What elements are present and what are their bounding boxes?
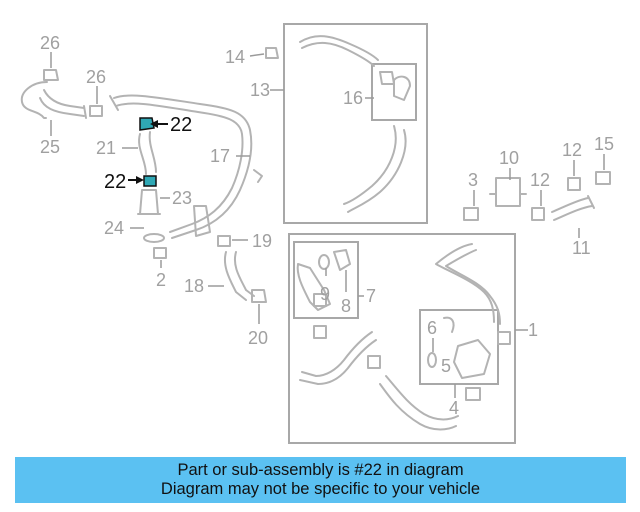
leader-lines [50,52,605,398]
hose-4 [379,375,459,431]
callout-12[interactable]: 12 [562,140,582,160]
o-ring-24 [143,233,165,243]
callout-3[interactable]: 3 [468,170,478,190]
group-box-16 [371,63,417,121]
callout-18[interactable]: 18 [184,276,204,296]
seal-8 [318,249,351,271]
callout-16[interactable]: 16 [343,88,363,108]
callout-4[interactable]: 4 [449,398,459,418]
clip-12-left [531,207,545,221]
callout-24[interactable]: 24 [104,218,124,238]
pipe-17 [109,94,263,239]
hose-middle-box1 [299,325,377,385]
thermostat-23 [137,189,161,215]
hose-25 [20,81,87,119]
callout-2[interactable]: 2 [156,270,166,290]
callout-numbers: 26 26 25 22 22 21 23 24 2 17 19 18 20 14… [40,33,614,418]
callout-14[interactable]: 14 [225,47,245,67]
info-banner: Part or sub-assembly is #22 in diagram D… [15,457,626,503]
clip-22-lower[interactable] [143,175,157,187]
banner-line-1: Part or sub-assembly is #22 in diagram [177,461,464,479]
callout-22[interactable]: 22 [170,114,192,136]
flange-5 [427,339,491,379]
callout-11[interactable]: 11 [572,238,591,258]
hose-18 [224,251,255,301]
leader-22-lower [128,176,144,184]
clip-lower-box1 [367,355,381,369]
callout-6[interactable]: 6 [427,318,437,338]
callout-25[interactable]: 25 [40,137,60,157]
clip-15 [595,171,611,185]
callout-19[interactable]: 19 [252,231,272,251]
group-box-1 [288,233,516,444]
callout-13[interactable]: 13 [250,80,270,100]
seal-6 [443,316,455,333]
callout-5[interactable]: 5 [441,356,451,376]
pipe-upper-box1 [435,243,501,325]
group-box-13 [283,23,428,224]
callout-23[interactable]: 23 [172,188,192,208]
callout-26[interactable]: 26 [86,67,106,87]
clip-4 [465,387,481,401]
clip-26-right [89,105,103,117]
callout-8[interactable]: 8 [341,296,351,316]
parts-diagram: 26 26 25 22 22 21 23 24 2 17 19 18 20 14… [20,23,614,444]
flange-9 [296,263,331,311]
clip-1 [497,331,511,345]
clip-12-right [567,177,581,191]
callout-1[interactable]: 1 [528,320,538,340]
flange-10 [489,177,527,207]
flange-19-area [193,205,231,247]
callout-21[interactable]: 21 [96,138,116,158]
leader-22-upper [150,120,168,128]
callout-26[interactable]: 26 [40,33,60,53]
clip-22-upper[interactable] [139,117,155,131]
clip-14 [265,47,279,59]
callout-22[interactable]: 22 [104,171,126,193]
callout-12[interactable]: 12 [530,170,550,190]
group-box-7 [293,241,359,319]
hose-11 [551,195,595,221]
clip-3 [463,207,479,221]
hose-21 [138,131,157,175]
banner-line-2: Diagram may not be specific to your vehi… [160,480,481,498]
clip-20 [251,289,267,303]
callout-17[interactable]: 17 [210,146,230,166]
callout-9[interactable]: 9 [320,284,330,304]
callout-15[interactable]: 15 [594,134,614,154]
clip-2 [153,247,167,259]
callout-20[interactable]: 20 [248,328,268,348]
callout-7[interactable]: 7 [366,286,376,306]
hose-13 [299,35,407,213]
group-box-4-5-6 [419,309,499,385]
clip-26-left [43,69,59,81]
flange-16 [379,71,411,101]
callout-10[interactable]: 10 [499,148,519,168]
